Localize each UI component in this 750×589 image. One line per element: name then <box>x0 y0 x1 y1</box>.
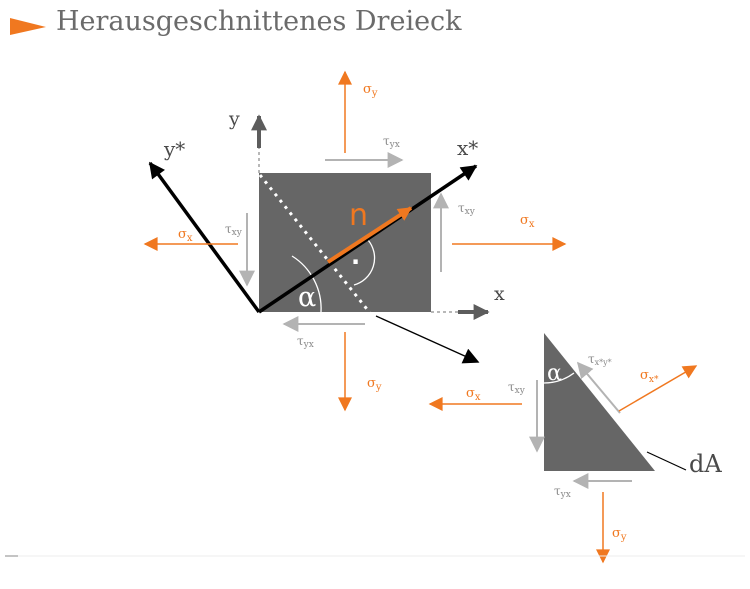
page-title: Herausgeschnittenes Dreieck <box>56 6 462 37</box>
title-arrow-icon <box>10 18 46 35</box>
cut-line <box>258 174 376 319</box>
tri-tau-xy-label: τxy <box>508 380 526 396</box>
stress-element-square <box>259 173 431 312</box>
tri-sigma-xs-arrow <box>618 365 698 412</box>
tri-tau-xsys-arrow <box>576 361 621 414</box>
axis-x-label: x <box>494 283 505 305</box>
right-angle-arc <box>353 239 376 286</box>
tri-tau-yx-label: τyx <box>554 484 571 500</box>
sigma-y-bottom-label: σy <box>367 376 382 393</box>
axis-xstar-label: x* <box>457 136 478 160</box>
normal-vector-arrow <box>326 206 413 264</box>
sigma-y-top-label: σy <box>363 82 378 99</box>
tri-sigma-xs-label: σx* <box>640 368 659 385</box>
axis-y-label: y <box>228 108 240 130</box>
area-label: dA <box>689 450 722 478</box>
cut-triangle <box>544 333 655 471</box>
sigma-x-right-label: σx <box>520 213 535 230</box>
area-leader-line <box>646 451 687 471</box>
right-angle-dot: · <box>351 248 360 276</box>
alpha-arc-square <box>291 255 322 313</box>
tri-sigma-y-label: σy <box>612 526 627 543</box>
alpha-arc-triangle <box>543 372 575 384</box>
tri-tau-xsys-label: τx*y* <box>588 352 612 367</box>
axis-xstar-arrow <box>258 164 478 314</box>
tau-yx-top-label: τyx <box>383 134 400 150</box>
sigma-x-left-label: σx <box>178 227 193 244</box>
alpha-label-square: α <box>298 282 316 313</box>
normal-label: n <box>349 198 368 233</box>
tri-sigma-x-label: σx <box>466 386 481 403</box>
tau-yx-bottom-label: τyx <box>297 334 314 350</box>
tau-xy-left-label: τxy <box>225 222 243 238</box>
tau-xy-right-label: τxy <box>458 201 476 217</box>
axis-ystar-arrow <box>148 161 261 314</box>
extract-arrow <box>375 315 480 364</box>
alpha-label-triangle: α <box>547 361 562 386</box>
axis-ystar-label: y* <box>163 137 185 161</box>
